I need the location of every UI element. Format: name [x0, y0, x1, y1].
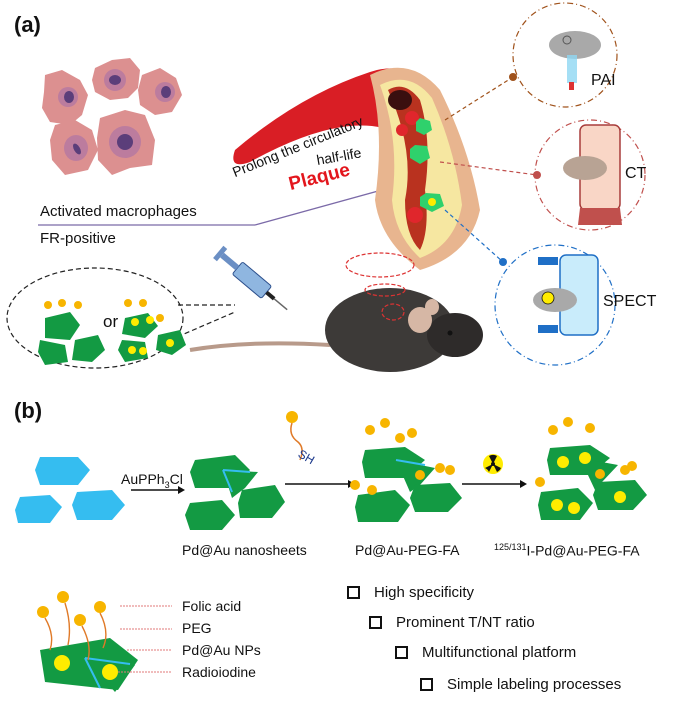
legend-radioiodine: Radioiodine	[182, 664, 256, 680]
spect-label: SPECT	[603, 293, 657, 310]
pd-nanosheets	[15, 457, 125, 523]
feature-item: Prominent T/NT ratio	[369, 614, 535, 631]
pai-imaging-illustration	[512, 2, 618, 108]
radiolabeled-nanosheets	[535, 417, 647, 520]
feature-text: Simple labeling processes	[447, 676, 622, 693]
macrophage-cell	[97, 110, 155, 175]
plaque-pointer-line	[254, 184, 401, 226]
blood-vessel-illustration	[233, 67, 480, 271]
reagent-subscript: 3	[164, 479, 170, 490]
feature-item: High specificity	[347, 584, 474, 601]
product-label-pdau-peg-fa: Pd@Au-PEG-FA	[355, 542, 460, 558]
pai-label: PAI	[591, 72, 616, 89]
panel-a-label: (a)	[14, 12, 41, 37]
ct-label: CT	[625, 165, 647, 182]
checkbox-square-icon	[420, 678, 433, 691]
feature-text: High specificity	[374, 584, 475, 601]
or-label: or	[103, 312, 119, 331]
macrophage-cell	[42, 70, 88, 125]
checkbox-square-icon	[347, 586, 360, 599]
activated-macrophages-label: Activated macrophages	[40, 203, 197, 220]
radioactive-icon	[483, 454, 503, 474]
feature-item: Multifunctional platform	[395, 644, 576, 661]
spect-connector	[444, 209, 504, 263]
feature-text: Prominent T/NT ratio	[396, 614, 535, 631]
macrophage-cell	[50, 120, 98, 175]
product-label-radiolabeled: 125/131I-Pd@Au-PEG-FA	[494, 542, 640, 559]
ct-imaging-illustration	[534, 119, 646, 231]
macrophage-cluster	[42, 58, 182, 175]
legend-folic-acid: Folic acid	[182, 598, 242, 614]
legend-nanoparticle	[37, 591, 138, 692]
radiolabeled-name: I-Pd@Au-PEG-FA	[526, 542, 640, 559]
macrophage-cell	[92, 58, 140, 100]
peg-fa-ligand	[286, 411, 303, 461]
mouse-illustration	[189, 252, 483, 372]
checkbox-square-icon	[395, 646, 408, 659]
checkbox-square-icon	[369, 616, 382, 629]
pdau-nanosheets	[185, 455, 285, 530]
fr-positive-label: FR-positive	[40, 230, 116, 247]
spect-imaging-illustration	[494, 244, 616, 366]
feature-text: Multifunctional platform	[422, 644, 577, 661]
macrophage-cell	[138, 68, 182, 115]
reagent-main: AuPPh	[121, 471, 165, 487]
pdau-peg-fa-nanosheets	[350, 418, 462, 522]
ct-connector	[439, 161, 538, 176]
legend-pdau-nps: Pd@Au NPs	[182, 642, 261, 658]
reagent-end: Cl	[169, 471, 183, 487]
isotope-superscript: 125/131	[494, 542, 527, 552]
feature-item: Simple labeling processes	[420, 676, 621, 693]
spect-connector-dot	[499, 258, 507, 266]
pai-connector-dot	[509, 73, 517, 81]
legend-peg: PEG	[182, 620, 212, 636]
product-label-pdau-nanosheets: Pd@Au nanosheets	[182, 542, 307, 558]
syringe-illustration	[213, 245, 288, 311]
injection-nanoparticles-callout	[6, 267, 236, 369]
step1-reagent-label: AuPPh3Cl	[121, 471, 183, 490]
panel-b-label: (b)	[14, 398, 43, 423]
